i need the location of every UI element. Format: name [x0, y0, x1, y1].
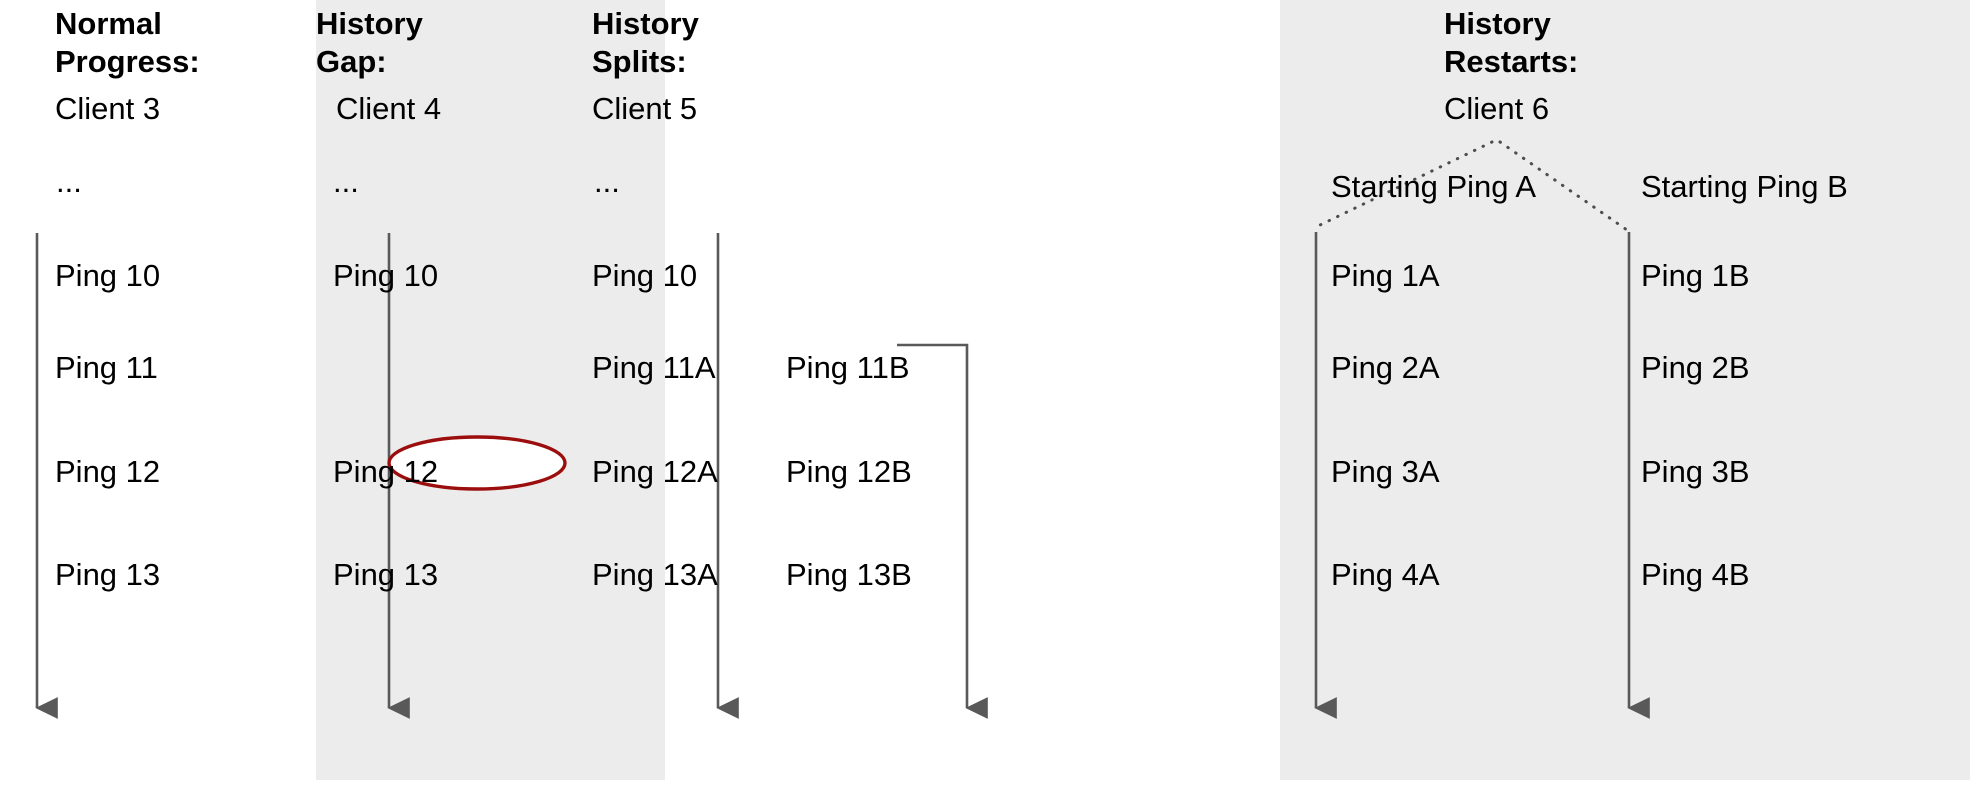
- client-label-6: Client 6: [1444, 91, 1550, 126]
- node-history-restarts-ping-3a: Ping 3A: [1331, 454, 1440, 489]
- ellipsis-history-gap: ...: [333, 164, 359, 199]
- node-history-splits-ping-12a: Ping 12A: [592, 454, 718, 489]
- client-label-5: Client 5: [592, 91, 698, 126]
- client-label-3: Client 3: [55, 91, 161, 126]
- node-normal-progress-ping-10: Ping 10: [55, 258, 161, 293]
- node-history-restarts-ping-2a: Ping 2A: [1331, 350, 1440, 385]
- node-history-splits-ping-11a: Ping 11A: [592, 350, 716, 385]
- band-history-gap: [316, 0, 665, 780]
- node-history-restarts-ping-4a: Ping 4A: [1331, 557, 1440, 592]
- column-title-normal-progress: Normal Progress:: [55, 6, 200, 79]
- column-title-history-restarts: History Restarts:: [1444, 6, 1579, 79]
- ellipsis-history-splits: ...: [594, 164, 620, 199]
- branch-history-splits: [897, 343, 988, 719]
- column-title-history-splits: History Splits:: [592, 6, 699, 79]
- node-normal-progress-ping-11: Ping 11: [55, 350, 158, 385]
- node-history-restarts-ping-2b: Ping 2B: [1641, 350, 1750, 385]
- head-starting-ping-a: Starting Ping A: [1331, 169, 1537, 204]
- node-normal-progress-ping-12: Ping 12: [55, 454, 161, 489]
- node-history-restarts-ping-4b: Ping 4B: [1641, 557, 1750, 592]
- node-history-splits-ping-10: Ping 10: [592, 258, 698, 293]
- node-history-gap-ping-13: Ping 13: [333, 557, 439, 592]
- node-history-restarts-ping-1b: Ping 1B: [1641, 258, 1750, 293]
- node-history-gap-ping-12: Ping 12: [333, 454, 439, 489]
- node-history-splits-ping-11b: Ping 11B: [786, 350, 910, 385]
- node-normal-progress-ping-13: Ping 13: [55, 557, 161, 592]
- client-label-4: Client 4: [336, 91, 442, 126]
- node-history-restarts-ping-3b: Ping 3B: [1641, 454, 1750, 489]
- ellipsis-normal-progress: ...: [56, 164, 82, 199]
- head-starting-ping-b: Starting Ping B: [1641, 169, 1848, 204]
- node-history-gap-ping-10: Ping 10: [333, 258, 439, 293]
- node-history-splits-ping-13a: Ping 13A: [592, 557, 718, 592]
- node-history-restarts-ping-1a: Ping 1A: [1331, 258, 1440, 293]
- node-history-splits-ping-13b: Ping 13B: [786, 557, 912, 592]
- column-title-history-gap: History Gap:: [316, 6, 423, 79]
- node-history-splits-ping-12b: Ping 12B: [786, 454, 912, 489]
- band-history-restarts: [1280, 0, 1970, 780]
